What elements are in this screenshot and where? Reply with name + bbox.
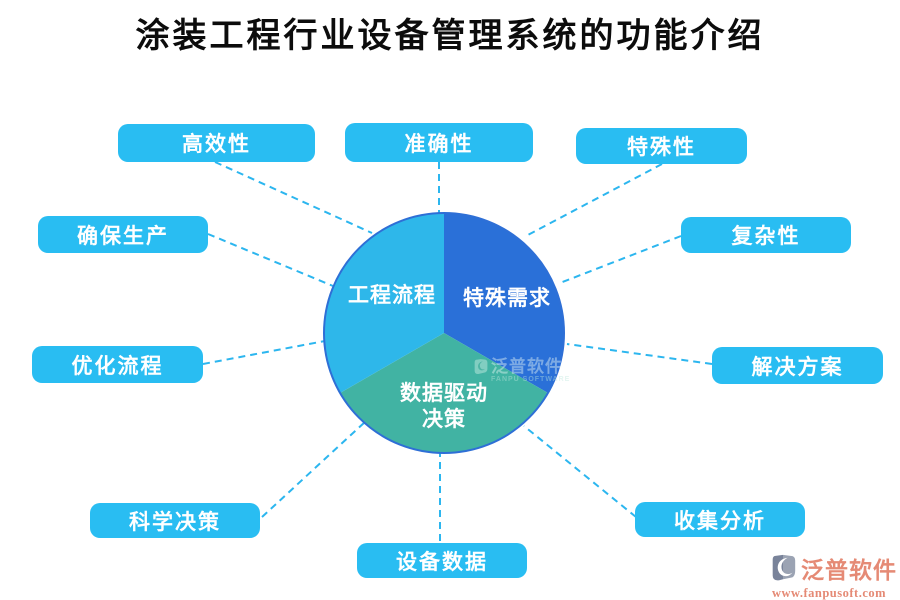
pie-chart [323, 212, 565, 454]
pie-label-data-driven: 数据驱动 决策 [359, 381, 529, 433]
callout-complexity: 复杂性 [681, 217, 851, 253]
callout-specialty: 特殊性 [576, 128, 747, 164]
callout-solution: 解决方案 [712, 347, 883, 384]
pie-label-data-driven-line2: 决策 [422, 408, 466, 431]
fanpu-logo-icon [772, 554, 796, 581]
pie-outline [323, 212, 565, 454]
connector-scientific-decision [261, 420, 367, 518]
pie-label-process: 工程流程 [348, 284, 436, 307]
connector-optimize-process [202, 340, 326, 365]
pie-segment-data-driven [340, 333, 548, 454]
pie-label-data-driven-line1: 数据驱动 [400, 382, 488, 405]
callout-equipment-data: 设备数据 [357, 543, 527, 578]
fanpu-logo: 泛普软件 www.fanpusoft.com [768, 551, 897, 600]
pie-segment-process [323, 212, 444, 393]
callout-high-efficiency: 高效性 [118, 124, 315, 162]
callout-collect-analyze: 收集分析 [635, 502, 805, 537]
connector-specialty [525, 163, 663, 237]
connector-solution [566, 343, 713, 365]
callout-optimize-process: 优化流程 [32, 346, 203, 383]
connector-ensure-production [207, 233, 334, 287]
pie-label-special-needs: 特殊需求 [463, 287, 551, 310]
fanpu-logo-url: www.fanpusoft.com [771, 586, 887, 600]
connector-lines [202, 161, 713, 541]
connector-high-efficiency [214, 161, 373, 234]
connector-complexity [559, 235, 682, 284]
callout-scientific-decision: 科学决策 [90, 503, 260, 538]
connector-collect-analyze [523, 425, 637, 518]
page-title: 涂装工程行业设备管理系统的功能介绍 [135, 18, 765, 55]
fanpu-logo-text: 泛普软件 [801, 557, 897, 583]
callout-accuracy: 准确性 [345, 123, 533, 162]
callout-ensure-production: 确保生产 [38, 216, 208, 253]
pie-segment-special-needs [444, 212, 565, 393]
